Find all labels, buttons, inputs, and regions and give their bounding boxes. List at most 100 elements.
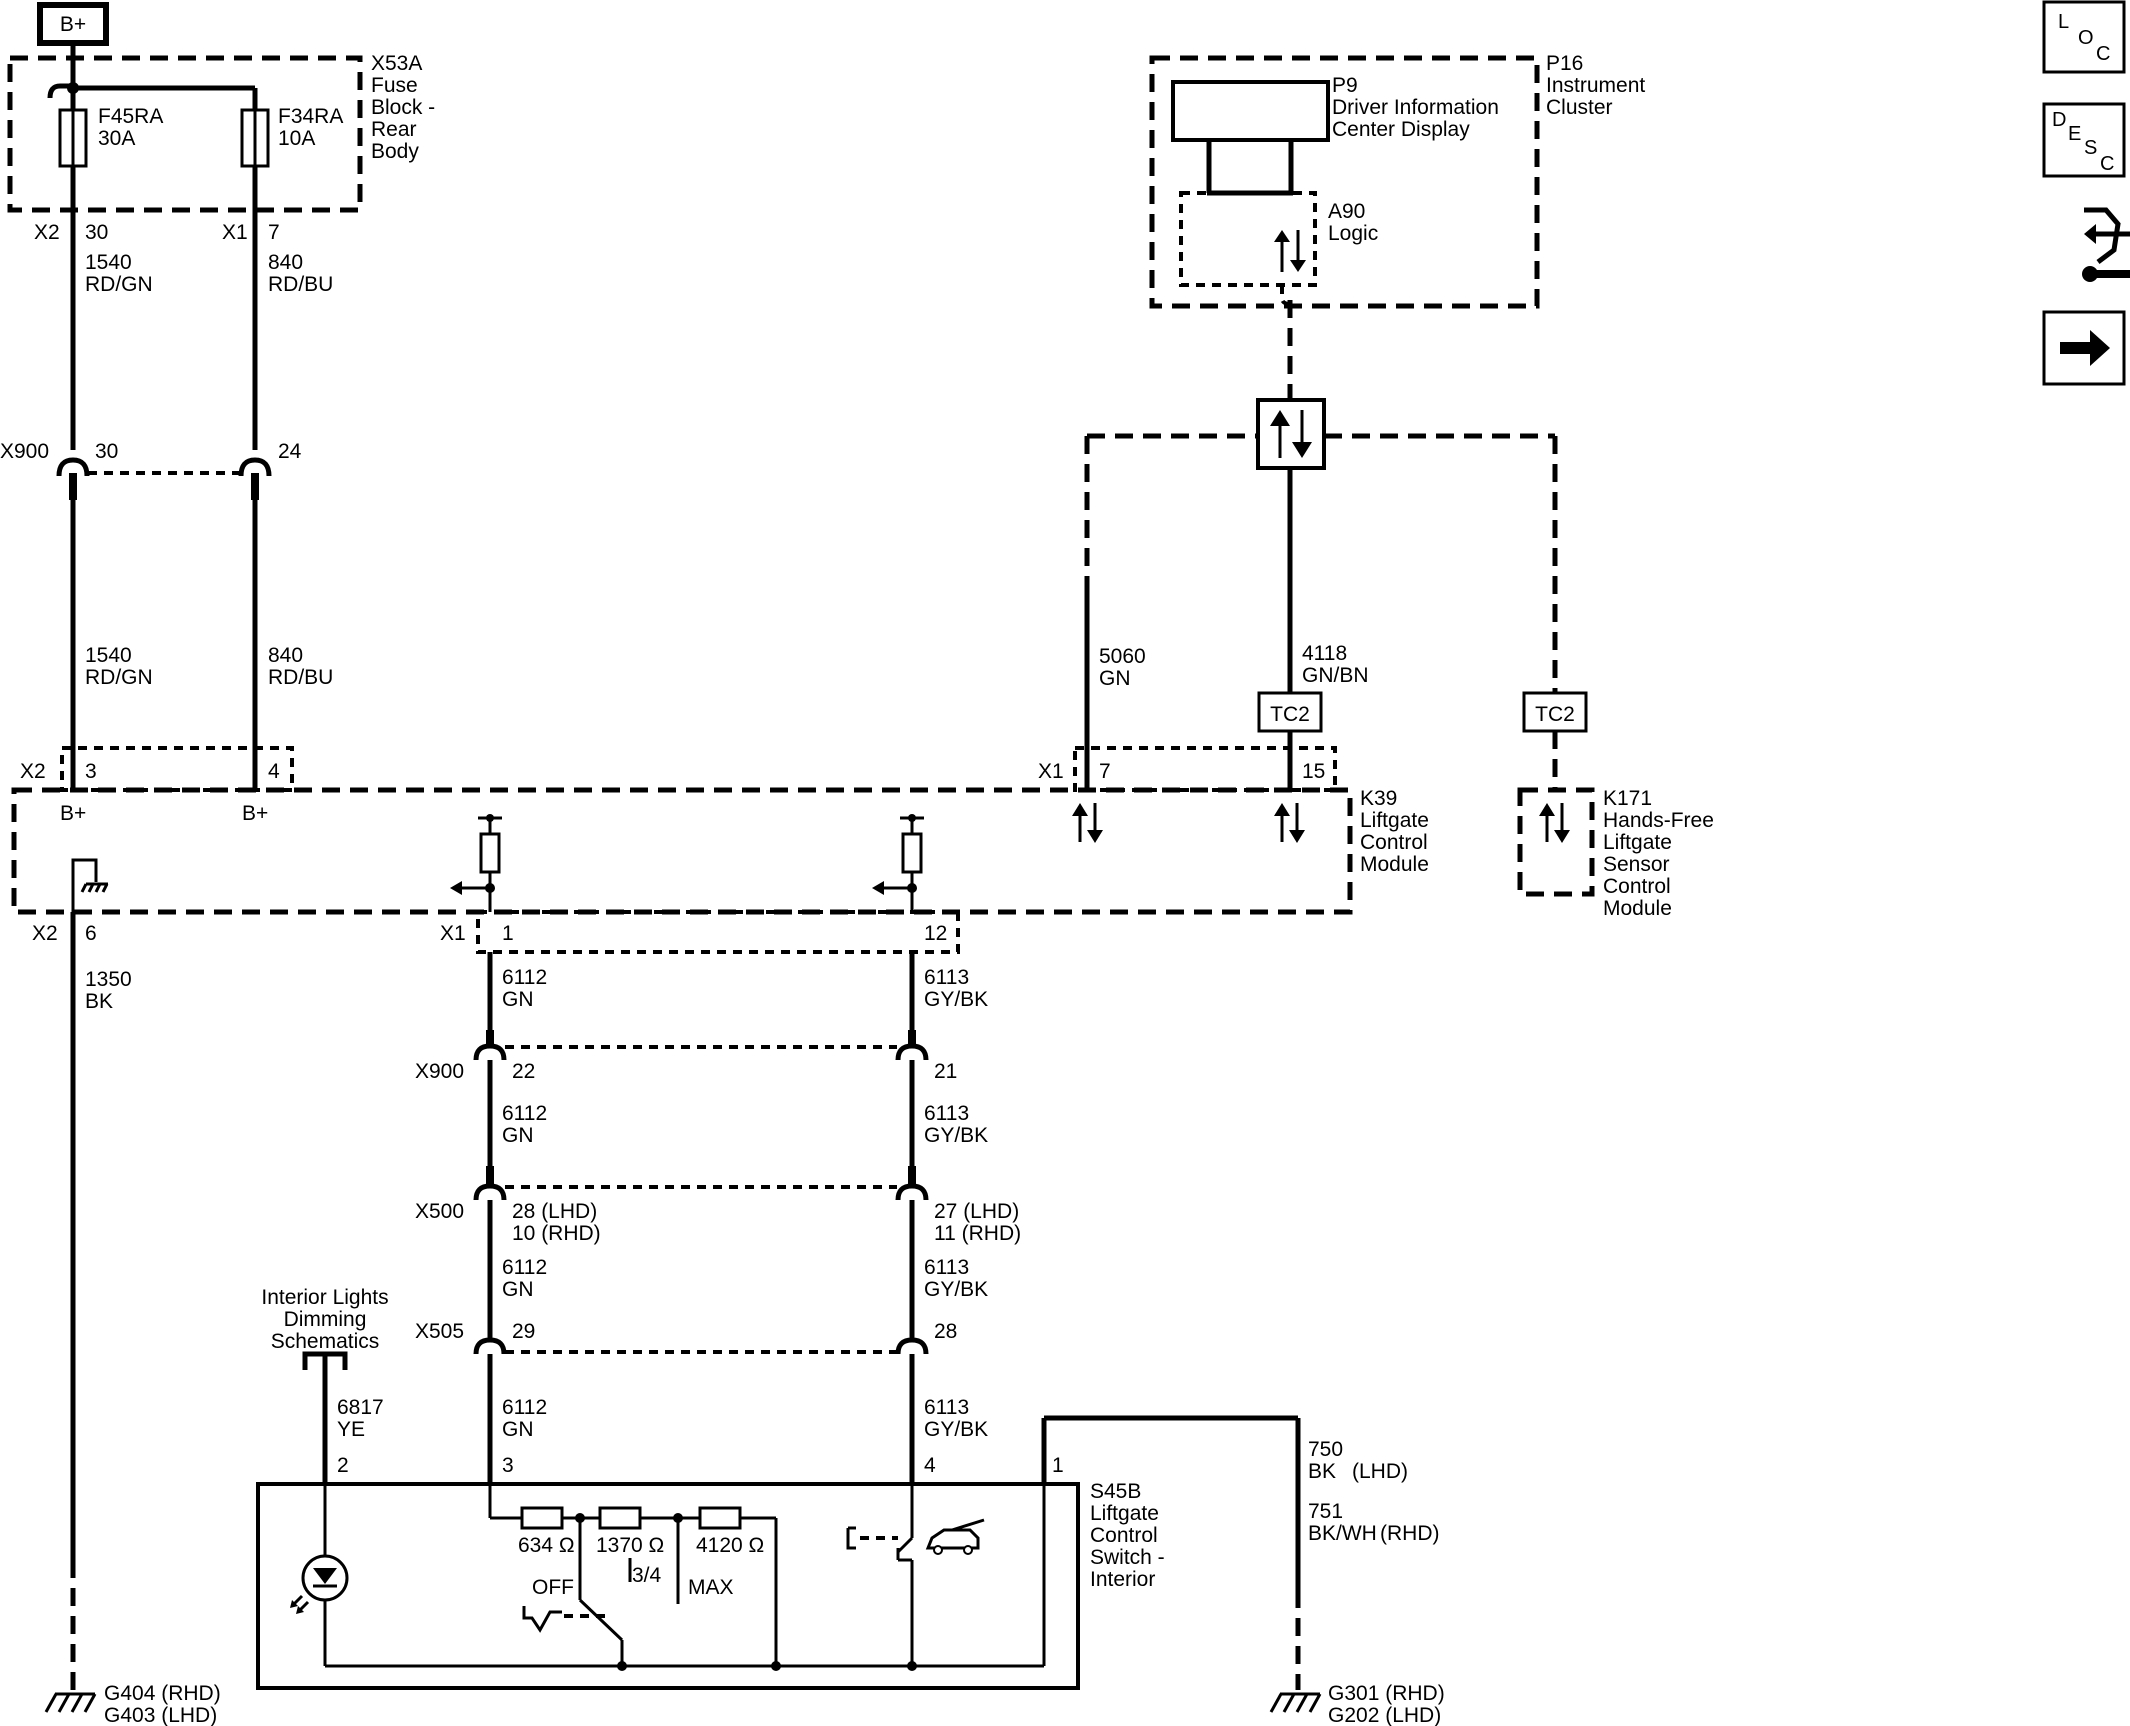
illumination-led-icon [290,1554,349,1614]
x900-top-pin-24: 24 [278,440,302,463]
switch-pin-4: 4 [924,1454,936,1477]
fuse-block-name-2: Block - [371,96,435,119]
ground-wire-1350: 1350 BK G404 (RHD) G403 (LHD) [44,912,221,1726]
k171-name-4: Control [1603,875,1671,898]
data-bus-splice [1256,398,1326,470]
description-button[interactable]: D E S C [2042,102,2126,178]
resistor-634-label: 634 Ω [518,1534,575,1557]
k39-x2-pin-3: 3 [85,760,97,783]
wire-751-color: BK/WH [1308,1522,1377,1545]
terminal-tc2-right-label: TC2 [1535,703,1575,726]
wire-6112-circuit-4: 6112 [502,1396,547,1419]
wire-6113-circuit-2: 6113 [924,1102,969,1125]
x900-top-pin-30: 30 [95,440,118,463]
ground-right-lhd: G202 (LHD) [1328,1704,1441,1726]
x500-pin-11-rhd: 11 (RHD) [934,1222,1021,1245]
switch-name-2: Control [1090,1524,1158,1547]
x900-mid-pin-21: 21 [934,1060,957,1083]
pushbutton-actuator-icon [846,1526,898,1550]
switch-pin-2: 2 [337,1454,349,1477]
wire-6112-color-3: GN [502,1278,534,1301]
wire-751-circuit: 751 [1308,1500,1343,1523]
fuse-block: X53A Fuse Block - Rear Body F45RA 30A F3… [7,52,435,244]
wire-6113-circuit-3: 6113 [924,1256,969,1279]
wire-6817-circuit: 6817 [337,1396,384,1419]
k39-b-plus-2: B+ [242,802,268,825]
nav-icons: L O C D E S C [2042,0,2130,386]
position-three-quarter: 3/4 [632,1564,662,1587]
display-name-2: Center Display [1332,118,1470,141]
wire-6113-color-2: GY/BK [924,1124,988,1147]
connector-list-icon[interactable] [2082,207,2130,282]
k171-data-arrows-icon [1539,803,1570,843]
interior-lights-reference: Interior Lights Dimming Schematics 6817 … [261,1286,389,1484]
wire-1350-color: BK [85,990,113,1013]
wire-4118-color: GN/BN [1302,664,1369,687]
logic-data-arrows-icon [1274,230,1306,272]
k39-output-pin-1: 1 [502,922,514,945]
next-page-arrow-icon[interactable] [2042,310,2126,386]
wire-6112-color-4: GN [502,1418,534,1441]
location-button[interactable]: L O C [2042,0,2126,74]
k39-x1-pin-15: 15 [1302,760,1325,783]
x900-mid-label: X900 [415,1060,464,1083]
k39-x2-pin-4: 4 [268,760,280,783]
liftgate-module: K39 Liftgate Control Module X2 3 4 B+ B+… [11,746,1429,954]
x500-label: X500 [415,1200,464,1223]
wire-750-note: (LHD) [1352,1460,1408,1483]
ground-left-rhd: G404 (RHD) [104,1682,221,1705]
liftgate-vehicle-icon [925,1518,985,1555]
wire-6112-color-1: GN [502,988,534,1011]
driver-info-display [1171,80,1330,142]
data-bus-hub: 5060 GN 4118 GN/BN TC2 TC2 [1084,398,1588,790]
ground-symbol-left-icon [44,1692,97,1713]
k39-x1-connector: X1 [1038,760,1064,783]
cluster-name-1: Instrument [1546,74,1645,97]
fuse-pin-7: 7 [268,221,280,244]
switch-ground-wire: 750 BK (LHD) 751 BK/WH (RHD) G301 (RHD) … [1044,1415,1445,1726]
switch-pin-3: 3 [502,1454,514,1477]
fuse-f45ra-id: F45RA [98,105,163,128]
wire-6112-circuit-1: 6112 [502,966,547,989]
ground-left-lhd: G403 (LHD) [104,1704,217,1726]
resistor-4120-label: 4120 Ω [696,1534,764,1557]
wire-750-circuit: 750 [1308,1438,1343,1461]
wire-6112-circuit-3: 6112 [502,1256,547,1279]
desc-letter-c: C [2100,153,2114,175]
wire-5060-color: GN [1099,667,1131,690]
wire-5060-circuit: 5060 [1099,645,1146,668]
wire-751-note: (RHD) [1380,1522,1439,1545]
k39-name-3: Module [1360,853,1429,876]
desc-letter-s: S [2084,137,2097,159]
fuse-f34ra-rating: 10A [278,127,315,150]
k171-name-5: Module [1603,897,1672,920]
cluster-id: P16 [1546,52,1583,75]
wire-1540-circuit-bottom: 1540 [85,644,132,667]
k39-output-driver-1 [450,814,502,912]
wire-1540-color-top: RD/GN [85,273,153,296]
wire-1350-circuit: 1350 [85,968,132,991]
position-off: OFF [532,1576,574,1599]
k39-ground-pin: 6 [85,922,97,945]
fuse-connector-x1: X1 [222,221,248,244]
loc-letter-o: O [2078,27,2094,49]
power-source: B+ [37,2,109,60]
desc-letter-d: D [2052,109,2066,131]
rotary-knob-icon [522,1606,612,1633]
wire-840-circuit-top: 840 [268,251,303,274]
liftgate-switch: S45B Liftgate Control Switch - Interior … [256,1418,1165,1690]
feed-wires: 1540 RD/GN 840 RD/BU X900 30 24 1540 RD/… [0,210,333,790]
k39-x2-connector: X2 [20,760,46,783]
interior-lights-line-3: Schematics [271,1330,380,1353]
fuse-f45ra-rating: 30A [98,127,135,150]
hands-free-module: K171 Hands-Free Liftgate Sensor Control … [1517,787,1714,920]
fuse-block-name-4: Body [371,140,419,163]
switch-pin-1: 1 [1052,1454,1064,1477]
x500-pin-27-lhd: 27 (LHD) [934,1200,1019,1223]
k39-name-2: Control [1360,831,1428,854]
wire-4118-circuit: 4118 [1302,642,1347,665]
switch-name-4: Interior [1090,1568,1155,1591]
wire-6112-circuit-2: 6112 [502,1102,547,1125]
ground-symbol-right-icon [1269,1692,1322,1713]
